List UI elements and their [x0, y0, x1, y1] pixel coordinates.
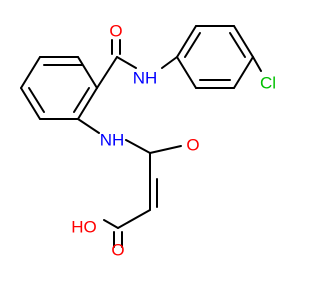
bond — [161, 56, 178, 69]
bond — [184, 32, 201, 58]
bond — [117, 209, 151, 229]
bond — [149, 145, 182, 154]
molecule-structure: O NH Cl NH O HO O — [20, 21, 277, 260]
bond — [176, 56, 197, 89]
bond — [96, 56, 118, 89]
oxygen-label-amide: O — [109, 21, 122, 40]
bond — [20, 87, 41, 120]
bond — [28, 87, 45, 113]
bond — [73, 87, 90, 113]
atom-labels: O NH Cl NH O HO O — [71, 21, 276, 259]
bond — [229, 32, 246, 58]
bond — [233, 25, 254, 58]
bond — [176, 25, 197, 58]
bond-lines — [20, 25, 262, 248]
bond — [77, 87, 98, 120]
bond — [116, 56, 137, 69]
hydroxyl-label: HO — [71, 217, 97, 236]
nitrogen-label-anilide: NH — [100, 130, 125, 149]
bond — [77, 56, 98, 89]
oxygen-label-acid: O — [111, 240, 124, 259]
bond — [125, 139, 151, 154]
bond — [103, 219, 119, 229]
bond — [233, 56, 254, 89]
chlorine-label: Cl — [260, 73, 276, 92]
bond — [77, 118, 100, 134]
nitrogen-label-amide: NH — [133, 68, 158, 87]
oxygen-label-maleamide: O — [186, 135, 199, 154]
bond — [20, 56, 41, 89]
bond — [252, 56, 262, 72]
